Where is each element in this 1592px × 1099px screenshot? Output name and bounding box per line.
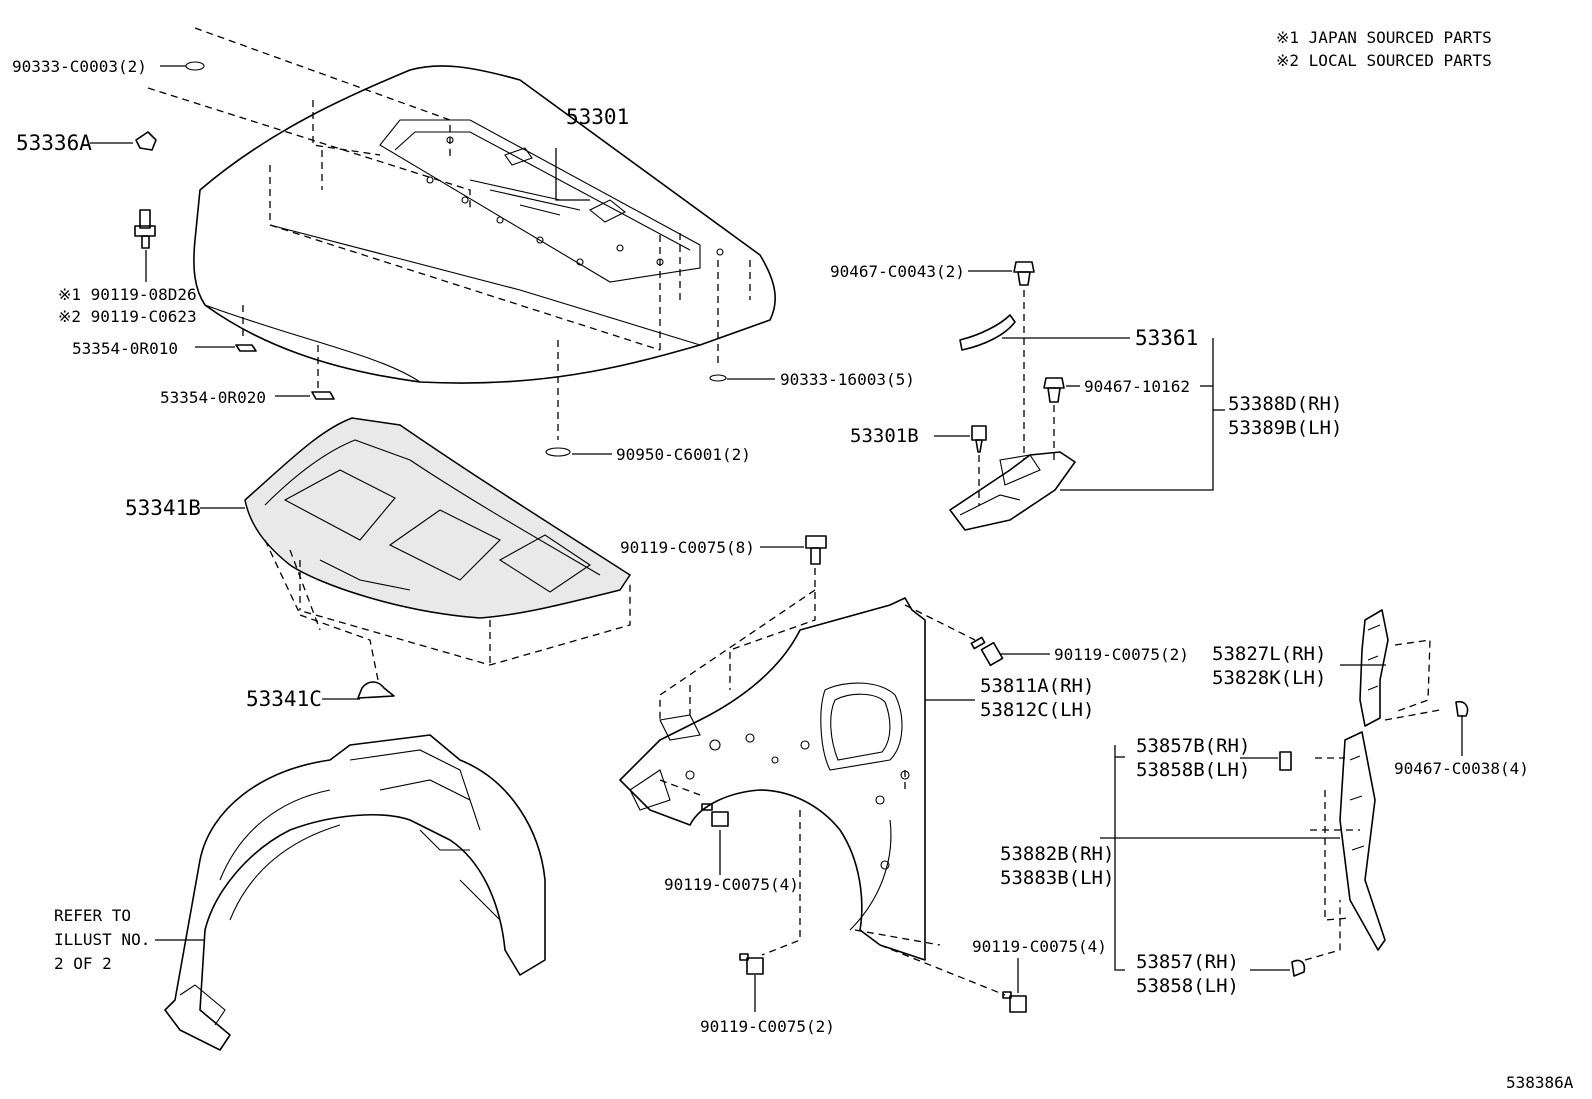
label-53857: 53857(RH): [1136, 951, 1239, 973]
label-90467-c0043: 90467-C0043(2): [830, 262, 965, 281]
part-labels: ※1 JAPAN SOURCED PARTS ※2 LOCAL SOURCED …: [12, 28, 1574, 1092]
refer-line-1: REFER TO: [54, 906, 131, 925]
fender-guide-lines: [659, 568, 1006, 996]
label-90119-c0075-2b: 90119-C0075(2): [700, 1017, 835, 1036]
label-53882b: 53882B(RH): [1000, 843, 1114, 865]
hood-bolt-icon: [134, 209, 156, 249]
insulator-clip-icon: [357, 681, 395, 699]
hood-support-bracket: [949, 451, 1076, 531]
front-fender: [619, 597, 926, 961]
clip-icon-10162: [1043, 377, 1065, 403]
protector-clip-icon: [1291, 959, 1306, 977]
fender-protector: [1339, 731, 1386, 951]
seal-fastener-icon: [1455, 700, 1469, 717]
label-53301b: 53301B: [850, 425, 919, 447]
hood-seal-strip: [959, 314, 1016, 351]
leader-lines: [90, 65, 1463, 1012]
label-53388d: 53388D(RH): [1228, 393, 1342, 415]
hood-bracket-icon: [135, 131, 157, 151]
label-53341c: 53341C: [246, 687, 322, 711]
label-90467-c0038: 90467-C0038(4): [1394, 759, 1529, 778]
figure-id: 538386A: [1506, 1073, 1574, 1092]
cushion-icon: [709, 374, 727, 382]
fender-bolt-icon-bottom-right: [1002, 991, 1027, 1013]
label-90467-10162: 90467-10162: [1084, 377, 1190, 396]
label-90950-c6001: 90950-C6001(2): [616, 445, 751, 464]
bracket-guide-lines: [978, 290, 1055, 505]
fender-side-seal: [1359, 609, 1389, 727]
label-53857b: 53857B(RH): [1136, 735, 1250, 757]
clip-icon-c0043: [1013, 261, 1035, 286]
label-90119-c0075-4a: 90119-C0075(4): [664, 875, 799, 894]
label-53883b: 53883B(LH): [1000, 867, 1114, 889]
label-90119-c0075-8: 90119-C0075(8): [620, 538, 755, 557]
fender-bolt-icon-lower: [701, 803, 729, 827]
hood-insulator: [244, 417, 632, 619]
label-53858b: 53858B(LH): [1136, 759, 1250, 781]
label-90119-c0075-4b: 90119-C0075(4): [972, 937, 1107, 956]
fender-liner: [164, 734, 546, 1051]
fender-bolt-icon-top: [805, 535, 827, 565]
label-53827l: 53827L(RH): [1212, 643, 1326, 665]
seal-icon: [545, 447, 571, 457]
label-90119-c0623: ※2 90119-C0623: [58, 307, 197, 326]
label-90333-16003: 90333-16003(5): [780, 370, 915, 389]
label-53336a: 53336A: [16, 131, 92, 155]
label-53828k: 53828K(LH): [1212, 667, 1326, 689]
fender-bolt-icon-bottom: [739, 953, 764, 975]
fender-bolt-icon-right: [970, 636, 1004, 667]
label-53354-0r020: 53354-0R020: [160, 388, 266, 407]
hood-panel: [193, 65, 776, 384]
label-90333-c0003: 90333-C0003(2): [12, 57, 147, 76]
note-local: ※2 LOCAL SOURCED PARTS: [1276, 51, 1492, 70]
hood-clip-icon-2: [311, 391, 335, 400]
label-53341b: 53341B: [125, 496, 201, 520]
stopper-icon-53301b: [971, 425, 987, 453]
grommet-icon: [185, 61, 205, 71]
note-japan: ※1 JAPAN SOURCED PARTS: [1276, 28, 1492, 47]
label-53858: 53858(LH): [1136, 975, 1239, 997]
label-90119-c0075-2a: 90119-C0075(2): [1054, 645, 1189, 664]
label-53811a: 53811A(RH): [980, 675, 1094, 697]
seal-guide-lines: [1304, 639, 1441, 961]
refer-line-2: ILLUST NO.: [54, 930, 150, 949]
insulator-guide-lines: [264, 539, 631, 681]
label-53812c: 53812C(LH): [980, 699, 1094, 721]
label-53389b: 53389B(LH): [1228, 417, 1342, 439]
refer-line-3: 2 OF 2: [54, 954, 112, 973]
label-53354-0r010: 53354-0R010: [72, 339, 178, 358]
hood-guide-lines: [147, 27, 751, 440]
hood-clip-icon: [235, 344, 257, 352]
label-90119-08d26: ※1 90119-08D26: [58, 285, 197, 304]
seal-clip-icon: [1279, 751, 1292, 771]
label-53361: 53361: [1135, 326, 1198, 350]
label-53301: 53301: [566, 105, 629, 129]
